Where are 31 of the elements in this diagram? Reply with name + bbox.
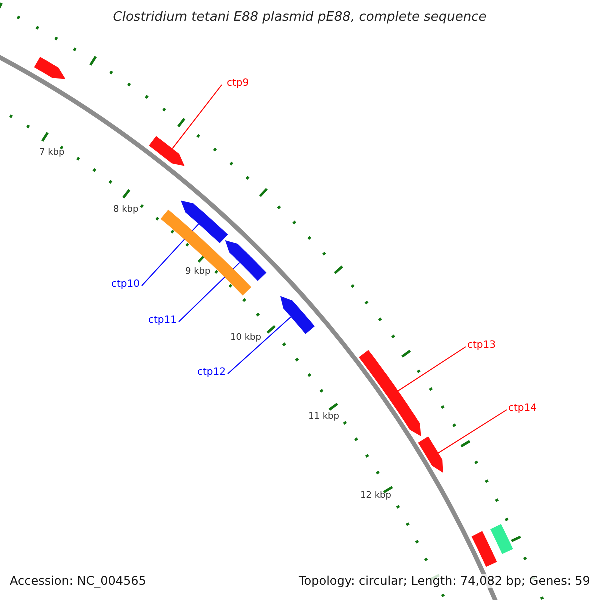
scale-label: 9 kbp — [186, 267, 211, 277]
summary-text: Topology: circular; Length: 74,082 bp; Genes: 59 — [299, 574, 590, 588]
leader-line — [398, 346, 466, 392]
leader-line — [228, 316, 292, 374]
scale-label: 8 kbp — [114, 205, 139, 215]
scale-label: 7 kbp — [40, 148, 65, 158]
gene-label: ctp11 — [148, 314, 177, 326]
gene-feature — [359, 350, 422, 436]
scale-label: 12 kbp — [360, 491, 392, 501]
gene-feature — [149, 136, 185, 166]
gene-feature — [472, 531, 498, 568]
leader-line — [172, 84, 222, 150]
gene-feature — [181, 200, 228, 244]
gene-feature — [225, 240, 267, 282]
leader-line — [438, 410, 508, 454]
gene-feature — [490, 524, 514, 554]
gene-label: ctp12 — [198, 366, 226, 378]
gene-label: ctp14 — [508, 402, 537, 414]
gene-feature — [280, 296, 315, 334]
scale-label: 10 kbp — [230, 333, 262, 343]
leader-line — [142, 224, 200, 286]
gene-bar — [160, 210, 252, 296]
scale-label: 11 kbp — [308, 412, 340, 422]
accession-text: Accession: NC_004565 — [10, 574, 146, 588]
gene-feature — [418, 436, 444, 473]
gene-label: ctp13 — [468, 340, 496, 350]
leader-line — [178, 262, 240, 322]
gene-label: ctp10 — [112, 278, 140, 290]
map-title: Clostridium tetani E88 plasmid pE88, complete sequence — [112, 10, 488, 25]
gene-feature — [34, 57, 66, 80]
gene-label: ctp9 — [227, 78, 250, 88]
